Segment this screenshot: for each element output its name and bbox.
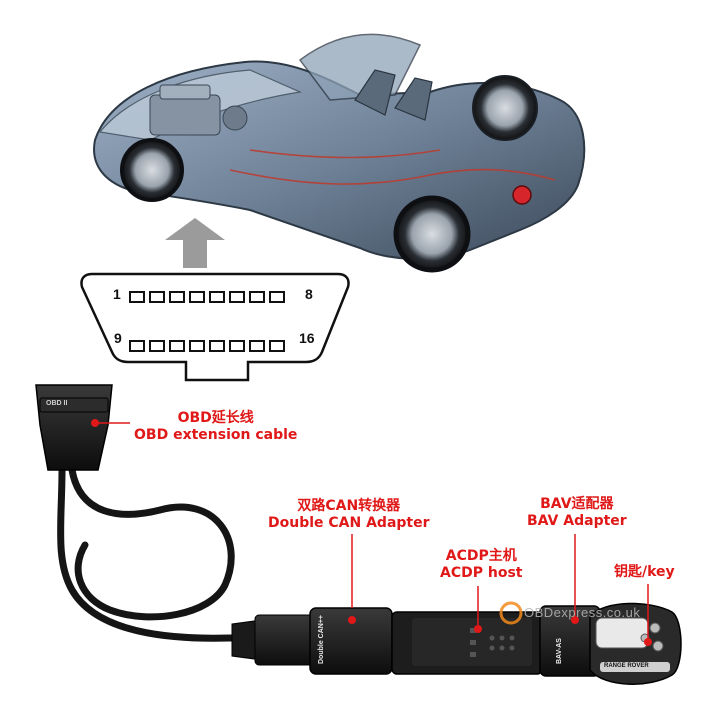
spare-wheel [472, 75, 538, 141]
watermark-logo-icon [499, 601, 523, 625]
key-dot [644, 638, 652, 646]
front-wheel [120, 138, 184, 202]
key-brand-text: RANGE ROVER [604, 663, 649, 669]
up-arrow-icon [165, 218, 225, 268]
obd-pins-top [129, 291, 285, 303]
acdp-leds [470, 628, 515, 657]
can-adapter-label-en: Double CAN Adapter [268, 515, 430, 531]
obd-pins-bottom [129, 340, 285, 352]
pin-number-1: 1 [113, 286, 121, 302]
bav-adapter-label-cn: BAV适配器 [540, 496, 614, 512]
obd-port-diagram [80, 272, 350, 382]
pin-number-8: 8 [305, 286, 313, 302]
obd-cable-label-en: OBD extension cable [134, 427, 298, 443]
obd-plug [35, 384, 113, 471]
car-illustration [93, 33, 586, 273]
bav-text: BAV-AS [556, 638, 563, 664]
bav-adapter-label: BAV适配器 BAV Adapter [527, 496, 627, 530]
rear-wheel [393, 195, 471, 273]
acdp-host-label: ACDP主机 ACDP host [440, 548, 522, 582]
obd-plug-text: OBD II [46, 400, 68, 407]
pin-number-9: 9 [114, 330, 122, 346]
watermark-text: OBDexpress.co.uk [524, 605, 641, 620]
bav-adapter-label-en: BAV Adapter [527, 513, 627, 529]
car-wiring [229, 149, 556, 185]
can-dot [348, 616, 356, 624]
obd-cable-dot [91, 419, 99, 427]
tail-light [512, 185, 532, 205]
acdp-host-label-cn: ACDP主机 [445, 548, 517, 564]
key-label: 钥匙/key [614, 564, 675, 581]
car-seats [354, 69, 433, 121]
obd-port-outline [80, 272, 350, 382]
key-label-text: 钥匙/key [614, 564, 675, 580]
obd-extension-cable [57, 466, 266, 642]
obd-cable-label: OBD延长线 OBD extension cable [134, 410, 297, 444]
engine-block [149, 84, 248, 136]
can-adapter-label-cn: 双路CAN转换器 [297, 498, 401, 514]
bav-dot [571, 616, 579, 624]
device-chain [231, 602, 682, 685]
can-adapter-text: Double CAN++ [318, 614, 325, 664]
acdp-dot [474, 625, 482, 633]
acdp-host-label-en: ACDP host [440, 565, 523, 581]
pin-number-16: 16 [299, 330, 315, 346]
can-adapter-label: 双路CAN转换器 Double CAN Adapter [268, 498, 430, 532]
obd-cable-label-cn: OBD延长线 [177, 410, 254, 426]
